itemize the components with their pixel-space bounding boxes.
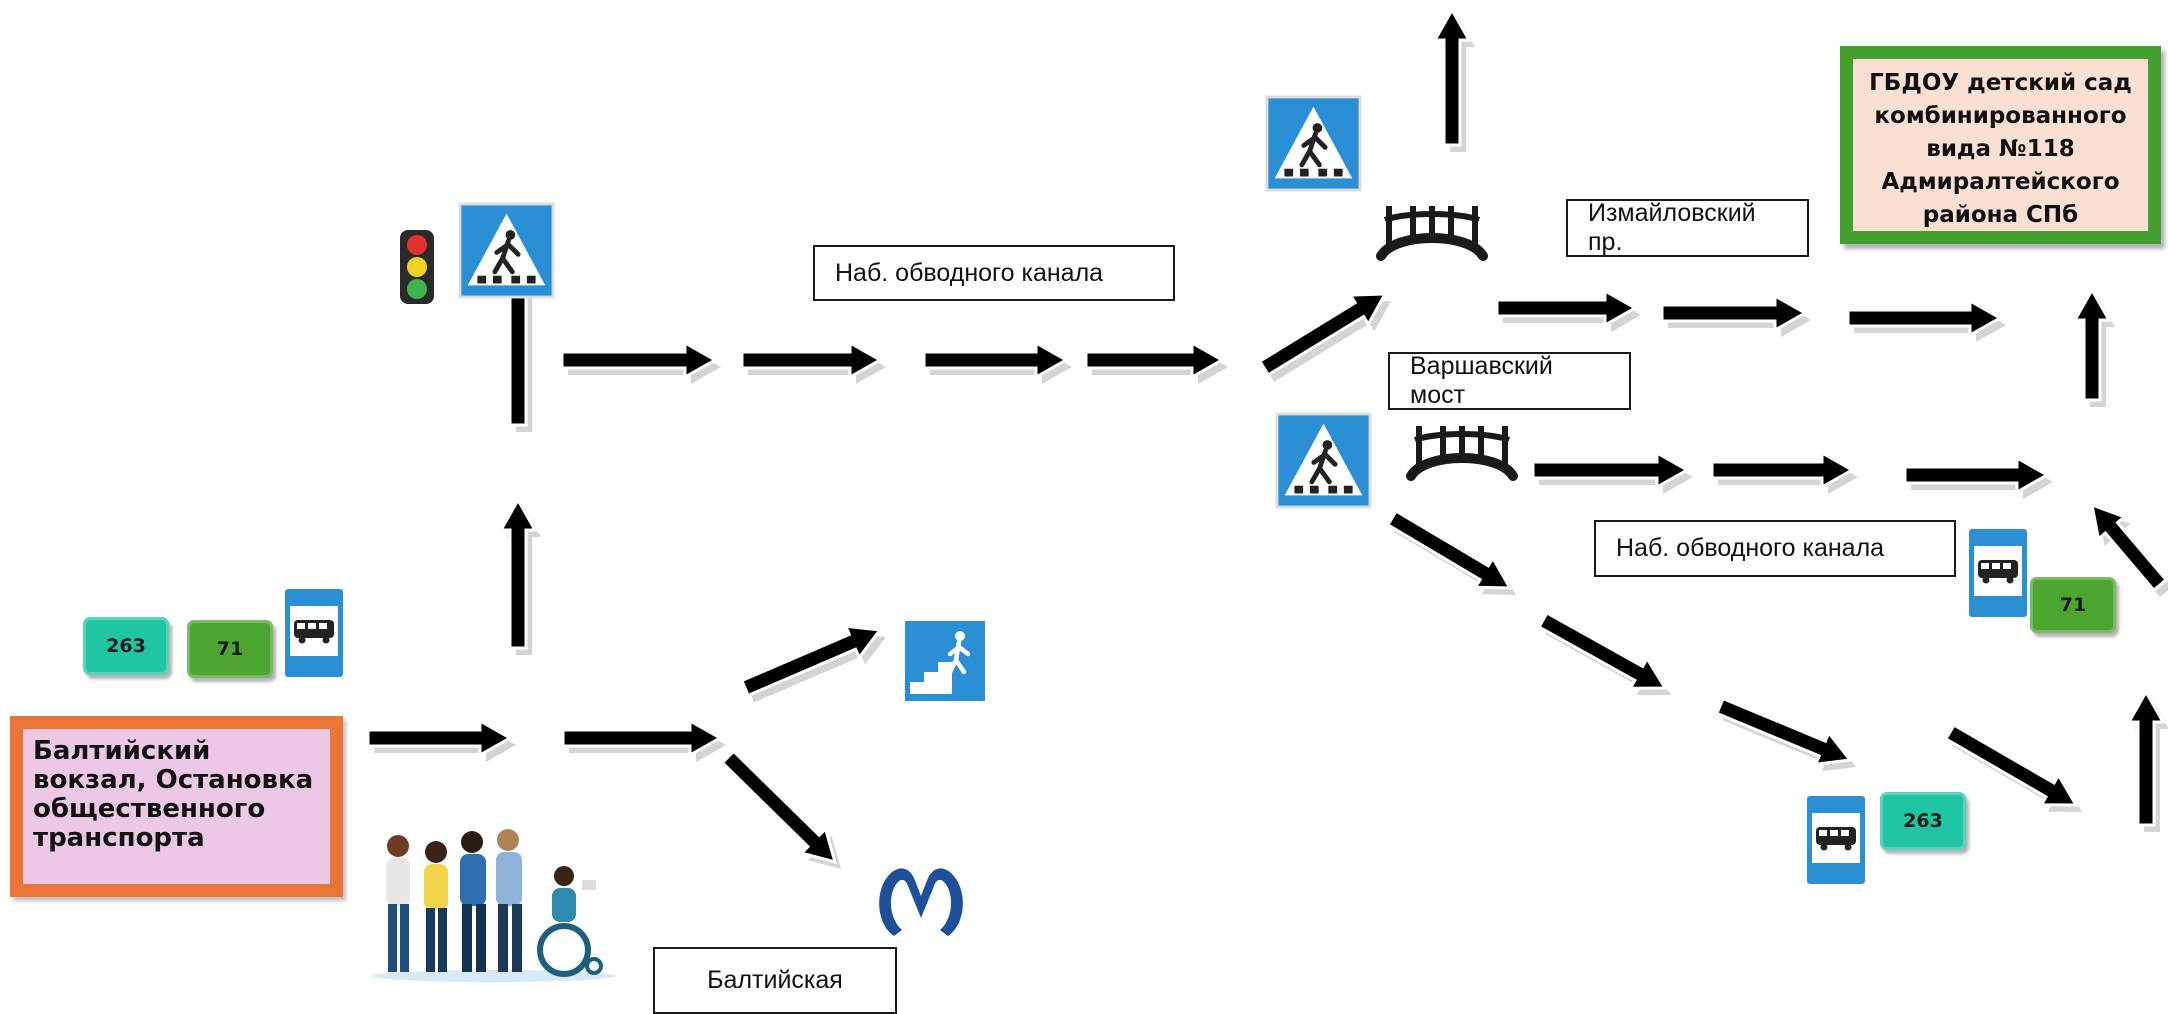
route-arrow (1537, 610, 1668, 690)
route-badge-263: 263 (1880, 792, 1966, 850)
route-arrow (1846, 298, 2004, 338)
route-arrow (2072, 286, 2112, 402)
route-badge-71: 71 (2030, 577, 2116, 633)
route-arrow (740, 340, 884, 380)
pedestrian-crossing-sign-icon (1265, 95, 1362, 192)
route-arrow (498, 496, 538, 650)
arrow-shadow (1265, 301, 1391, 382)
route-arrow (1257, 292, 1388, 377)
destination-box: ГБДОУ детский сад комбинированного вида … (1840, 46, 2161, 244)
label-embankment-top: Наб. обводного канала (813, 245, 1175, 301)
bridge-icon (1406, 426, 1518, 481)
route-arrow (1531, 450, 1691, 490)
label-izmailovsky: Измайловский пр. (1566, 199, 1809, 257)
bus-stop-sign-icon (285, 589, 343, 677)
pedestrian-crossing-sign-icon (1275, 412, 1372, 509)
route-arrow (720, 749, 838, 865)
traffic-light-icon (400, 230, 434, 304)
metro-logo-icon (879, 868, 963, 936)
destination-text: ГБДОУ детский сад комбинированного вида … (1853, 59, 2148, 231)
route-arrow (1710, 450, 1856, 490)
route-arrow (922, 340, 1070, 380)
route-arrow (1903, 455, 2051, 495)
route-arrow (560, 340, 719, 380)
route-badge-263: 263 (83, 617, 169, 675)
bridge-icon (1376, 206, 1488, 261)
route-arrow (1714, 696, 1853, 767)
route-arrow (2090, 502, 2168, 593)
route-arrow (366, 718, 514, 758)
label-embankment-right: Наб. обводного канала (1594, 520, 1956, 577)
route-arrow (1660, 293, 1809, 333)
accessible-people-icon (372, 829, 616, 982)
start-location-box: Балтийский вокзал, Остановка общественно… (10, 716, 343, 897)
route-arrow (1084, 340, 1226, 380)
route-arrow (2126, 688, 2166, 827)
bus-stop-sign-icon (1969, 529, 2027, 617)
route-arrow (1432, 6, 1472, 147)
route-arrow (1495, 288, 1639, 328)
route-arrow (1943, 723, 2079, 807)
route-arrow (561, 718, 724, 758)
route-arrow (739, 624, 883, 698)
label-baltiyskaya: Балтийская (653, 947, 897, 1014)
route-arrow (1385, 509, 1513, 590)
bus-stop-sign-icon (1807, 796, 1865, 884)
underground-crossing-sign-icon (905, 621, 985, 701)
label-varshavsky-bridge: Варшавский мост (1388, 352, 1631, 410)
route-badge-71: 71 (187, 620, 273, 678)
start-location-text: Балтийский вокзал, Остановка общественно… (23, 729, 330, 884)
pedestrian-crossing-sign-icon (458, 202, 555, 299)
